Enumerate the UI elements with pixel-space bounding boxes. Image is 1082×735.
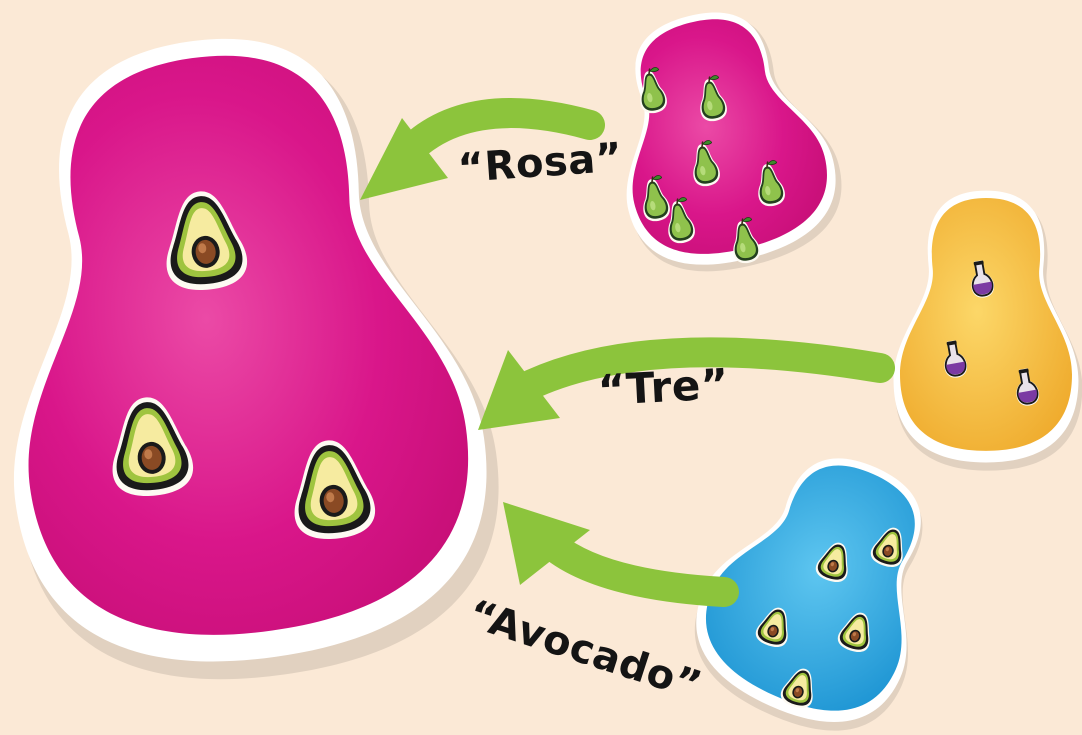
caption-tre: “Tre” [597, 359, 730, 415]
card-pears[interactable] [586, 0, 857, 291]
card-bottles[interactable] [894, 191, 1082, 471]
arrow-from-avocados [503, 502, 724, 592]
